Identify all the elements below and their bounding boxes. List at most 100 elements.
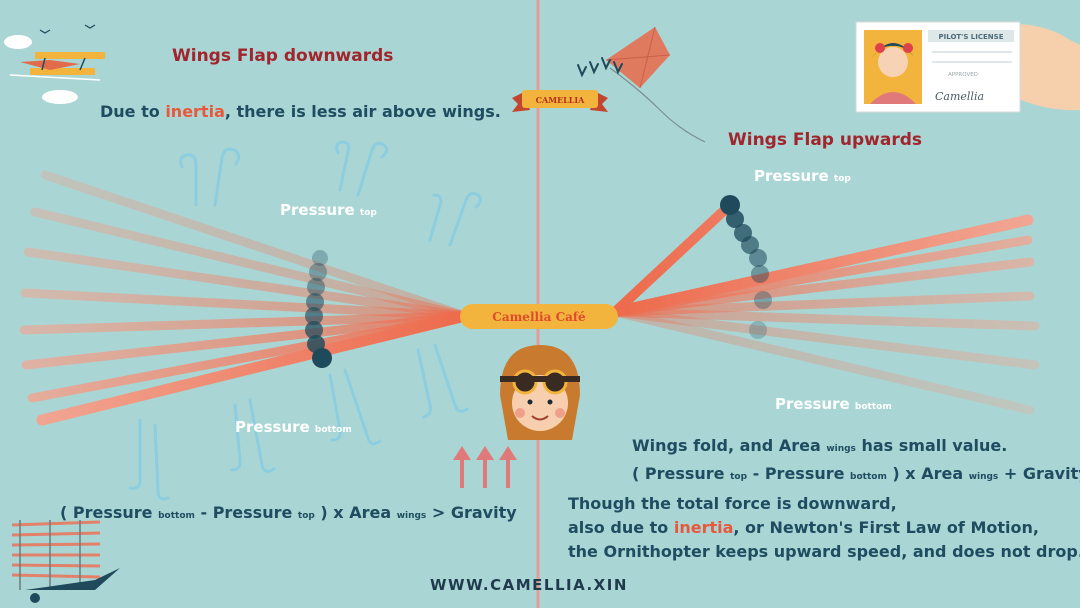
left-formula-close: ) x Area — [314, 503, 397, 522]
left-formula-mid: - Pressure — [194, 503, 298, 522]
right-conclusion-line-2: also due to inertia, or Newton's First L… — [568, 518, 1039, 537]
left-pressure-top-sub: top — [359, 208, 377, 218]
license-signature: Camellia — [935, 90, 984, 103]
swirl-top-1 — [179, 153, 198, 207]
kite-illustration — [577, 26, 706, 143]
right-pressure-top-word: Pressure — [754, 167, 829, 185]
left-pressure-top: Pressure top — [280, 201, 377, 219]
right-fold-sub: wings — [826, 444, 856, 454]
right-formula: ( Pressure top - Pressure bottom ) x Are… — [632, 464, 1080, 483]
left-joint-main — [312, 348, 332, 368]
ornithopter-body: Camellia Café — [460, 304, 618, 329]
up-arrow-1 — [453, 446, 471, 488]
left-joint-6 — [305, 321, 323, 339]
right-conclusion-line-1: Though the total force is downward, — [568, 494, 897, 513]
swirl-top-6 — [448, 191, 483, 247]
left-wing-ghost-2 — [30, 207, 470, 321]
cloud-2 — [42, 90, 78, 104]
right-fold-before: Wings fold, and Area — [632, 436, 827, 455]
right-wing-ghost-1 — [610, 307, 1035, 415]
left-heading: Wings Flap downwards — [172, 46, 394, 66]
right-wing-inner-arm — [610, 200, 735, 317]
right-pressure-bottom: Pressure bottom — [775, 395, 892, 413]
left-inertia-note: Due to inertia, there is less air above … — [100, 102, 501, 121]
up-arrow-2 — [476, 446, 494, 488]
right-joint-6 — [734, 224, 752, 242]
right-heading: Wings Flap upwards — [728, 130, 923, 150]
left-pressure-bottom: Pressure bottom — [235, 418, 352, 436]
body-label: Camellia Café — [492, 310, 586, 324]
swirl-bottom-2 — [153, 423, 170, 501]
right-formula-sub-top: top — [730, 472, 748, 482]
right-joint-3 — [751, 265, 769, 283]
upward-arrows — [453, 446, 517, 488]
right-wing-ghost-2 — [610, 307, 1040, 370]
right-formula-mid: - Pressure — [747, 464, 851, 483]
left-formula-open: ( Pressure — [60, 503, 159, 522]
right-formula-open: ( Pressure — [632, 464, 731, 483]
right-pressure-bottom-sub: bottom — [854, 402, 892, 412]
left-joint-1 — [312, 250, 328, 266]
left-note-after: , there is less air above wings. — [224, 102, 501, 121]
left-formula: ( Pressure bottom - Pressure top ) x Are… — [60, 503, 517, 522]
left-wing-motion — [19, 170, 471, 426]
air-flow-swirls — [128, 140, 483, 501]
left-pressure-top-word: Pressure — [280, 201, 355, 219]
up-arrow-3 — [499, 446, 517, 488]
pilot-license: PILOT'S LICENSE APPROVED Camellia — [855, 21, 1080, 113]
right-formula-sub-wings: wings — [968, 472, 999, 482]
swirl-top-5 — [428, 193, 443, 242]
right-joint-4 — [749, 249, 767, 267]
biplane-illustration — [4, 24, 105, 104]
right-pressure-top: Pressure top — [754, 167, 851, 185]
pilot-character — [500, 345, 580, 440]
right-pressure-top-sub: top — [833, 174, 851, 184]
right-formula-end: + Gravity — [998, 464, 1080, 483]
right-fold-after: has small value. — [855, 436, 1008, 455]
license-stamp: APPROVED — [948, 72, 978, 78]
swirl-bottom-7 — [416, 348, 432, 419]
body-capsule — [460, 304, 618, 329]
left-formula-sub-wings: wings — [396, 511, 427, 521]
left-joint-4 — [306, 293, 324, 311]
swirl-bottom-5 — [328, 373, 342, 442]
left-formula-sub-bottom: bottom — [158, 511, 195, 521]
right-conclusion-line-3: the Ornithopter keeps upward speed, and … — [568, 542, 1080, 561]
swirl-bottom-3 — [230, 403, 242, 472]
right-fold-line: Wings fold, and Area wings has small val… — [632, 436, 1007, 455]
swirl-bottom-4 — [248, 398, 276, 473]
kite-tail — [609, 67, 706, 143]
left-wing-ghost-1 — [40, 170, 470, 321]
swirl-bottom-1 — [128, 418, 142, 490]
right-wing-ghost-3 — [610, 307, 1040, 331]
right-wing-joints — [720, 195, 772, 339]
right-formula-sub-bottom: bottom — [850, 472, 887, 482]
right-pressure-bottom-word: Pressure — [775, 395, 850, 413]
swirl-top-4 — [356, 141, 389, 197]
left-wing-ghost-5 — [19, 311, 470, 335]
right-wing-ghost-4 — [610, 291, 1035, 317]
right-conclusion-2-highlight: inertia — [673, 518, 734, 537]
left-wing-ghost-6 — [21, 311, 470, 370]
right-wing-motion — [609, 200, 1040, 415]
left-formula-end: > Gravity — [426, 503, 517, 522]
swirl-bottom-8 — [433, 343, 469, 413]
right-joint-2 — [754, 291, 772, 309]
swirl-top-3 — [335, 140, 351, 192]
right-formula-close: ) x Area — [886, 464, 969, 483]
license-title: PILOT'S LICENSE — [939, 33, 1004, 41]
left-note-highlight: inertia — [165, 102, 225, 121]
left-wing-main — [36, 310, 471, 426]
right-conclusion-2-before: also due to — [568, 518, 674, 537]
left-joint-2 — [309, 263, 327, 281]
left-pressure-bottom-sub: bottom — [314, 425, 352, 435]
right-joint-main — [720, 195, 740, 215]
left-pressure-bottom-word: Pressure — [235, 418, 310, 436]
license-title-band — [928, 30, 1014, 42]
footer-website: WWW.CAMELLIA.XIN — [430, 576, 628, 594]
right-wing-main — [609, 214, 1034, 318]
right-conclusion-2-after: , or Newton's First Law of Motion, — [733, 518, 1039, 537]
left-wing-ghost-3 — [23, 247, 470, 321]
camellia-ribbon: CAMELLIA — [512, 90, 608, 112]
